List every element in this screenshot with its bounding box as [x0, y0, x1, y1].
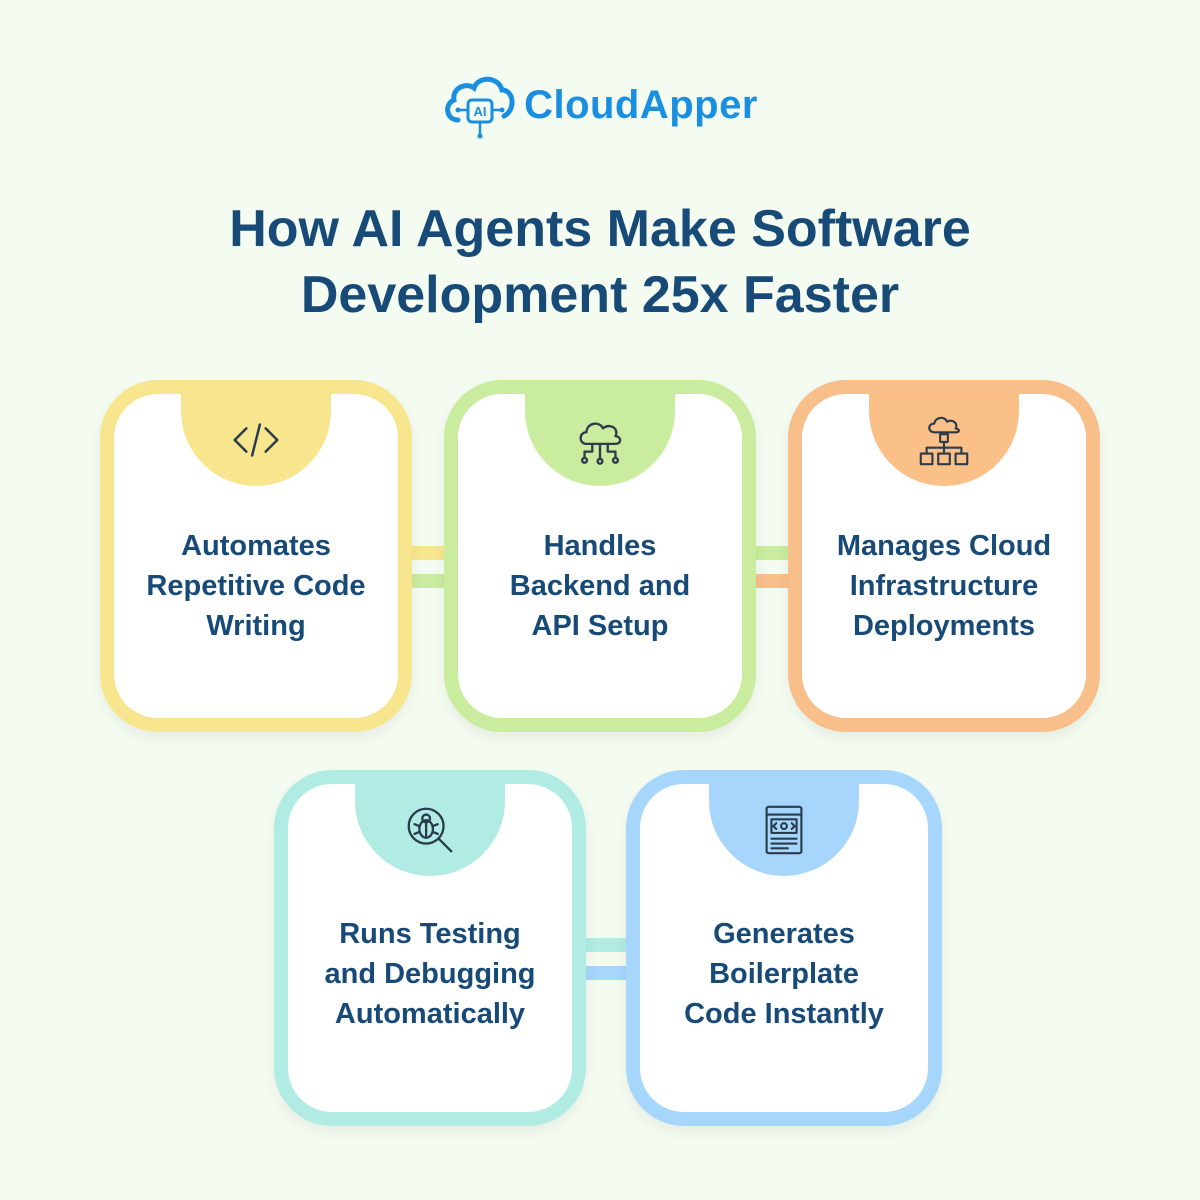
page-title: How AI Agents Make Software Development …	[0, 196, 1200, 328]
card-icon-tab	[181, 394, 331, 486]
card-automates-code: Automates Repetitive Code Writing	[100, 380, 412, 732]
title-line-2: Development 25x Faster	[300, 266, 900, 324]
code-document-icon	[765, 805, 803, 855]
bug-search-icon	[407, 807, 453, 853]
code-brackets-icon	[233, 423, 279, 457]
cloud-network-icon	[579, 422, 622, 465]
cloud-ai-logo-icon: AI	[445, 76, 515, 139]
card-icon-tab	[709, 784, 859, 876]
card-backend-api: Handles Backend and API Setup	[444, 380, 756, 732]
card-label: Generates Boilerplate Code Instantly	[684, 918, 884, 1030]
brand-logo: AI CloudApper	[0, 70, 1200, 140]
card-icon-tab	[355, 784, 505, 876]
connector-4-5-bottom	[580, 966, 640, 980]
card-label: Runs Testing and Debugging Automatically	[324, 918, 536, 1030]
connector-2-3-bottom	[742, 574, 798, 588]
card-cloud-infrastructure: Manages Cloud Infrastructure Deployments	[788, 380, 1100, 732]
card-label: Handles Backend and API Setup	[509, 530, 691, 642]
connector-1-2-bottom	[400, 574, 456, 588]
card-testing-debugging: Runs Testing and Debugging Automatically	[274, 770, 586, 1126]
card-icon-tab	[525, 394, 675, 486]
card-boilerplate-code: Generates Boilerplate Code Instantly	[626, 770, 942, 1126]
logo-mark-text: AI	[474, 104, 487, 119]
brand-name: CloudApper	[524, 82, 758, 127]
card-label: Manages Cloud Infrastructure Deployments	[836, 530, 1052, 642]
title-line-1: How AI Agents Make Software	[229, 200, 971, 258]
card-label: Automates Repetitive Code Writing	[146, 530, 366, 642]
cloud-infrastructure-icon	[919, 416, 969, 466]
connector-4-5-top	[574, 938, 638, 952]
card-icon-tab	[869, 394, 1019, 486]
